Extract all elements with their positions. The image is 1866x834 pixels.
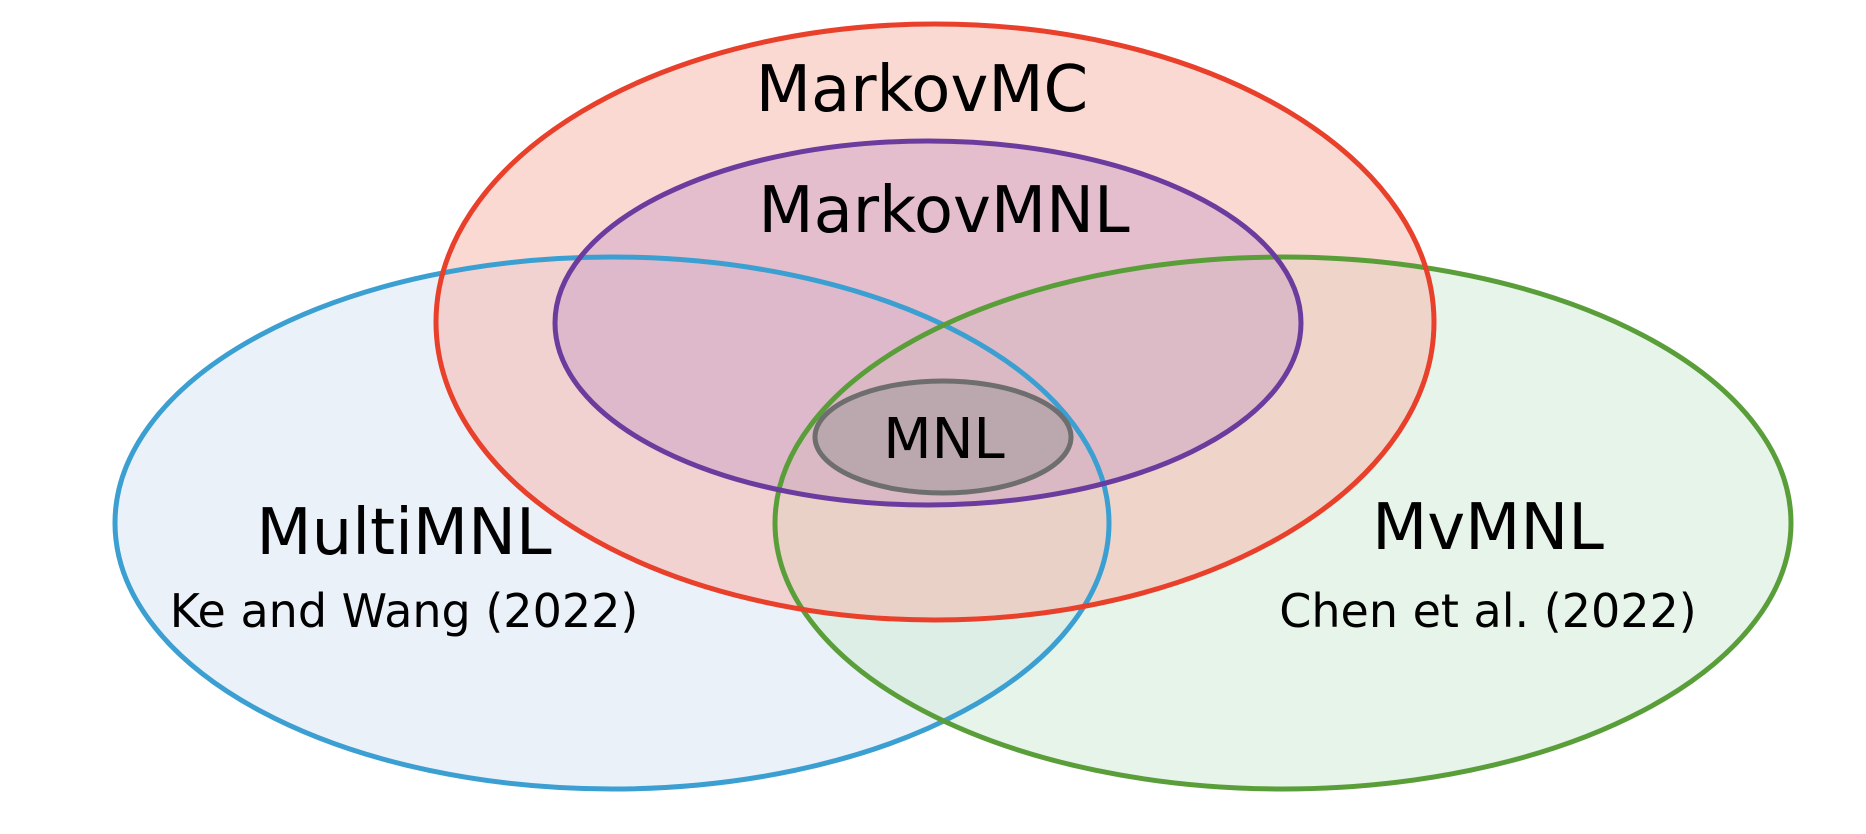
mnl-set-fill [815,381,1071,493]
multimnl-citation: Ke and Wang (2022) [170,584,639,638]
multimnl-set-outline [112,254,1112,792]
mvmnl-citation: Chen et al. (2022) [1279,584,1696,638]
markovmnl-label: MarkovMNL [758,174,1130,248]
mnl-set-outline [812,378,1074,496]
mnl-label: MNL [883,407,1004,472]
set-labels: MarkovMC MarkovMNL MNL MultiMNL Ke and W… [170,53,1697,638]
markovmc-set-outline [433,21,1437,623]
multimnl-label: MultiMNL [256,496,552,570]
mvmnl-set-outline [772,254,1794,792]
markovmnl-set-fill [555,141,1301,505]
markovmc-label: MarkovMC [756,53,1088,127]
markovmnl-set-outline [552,138,1304,508]
mvmnl-label: MvMNL [1372,491,1604,565]
set-fills [115,24,1791,789]
set-outlines [112,21,1794,792]
